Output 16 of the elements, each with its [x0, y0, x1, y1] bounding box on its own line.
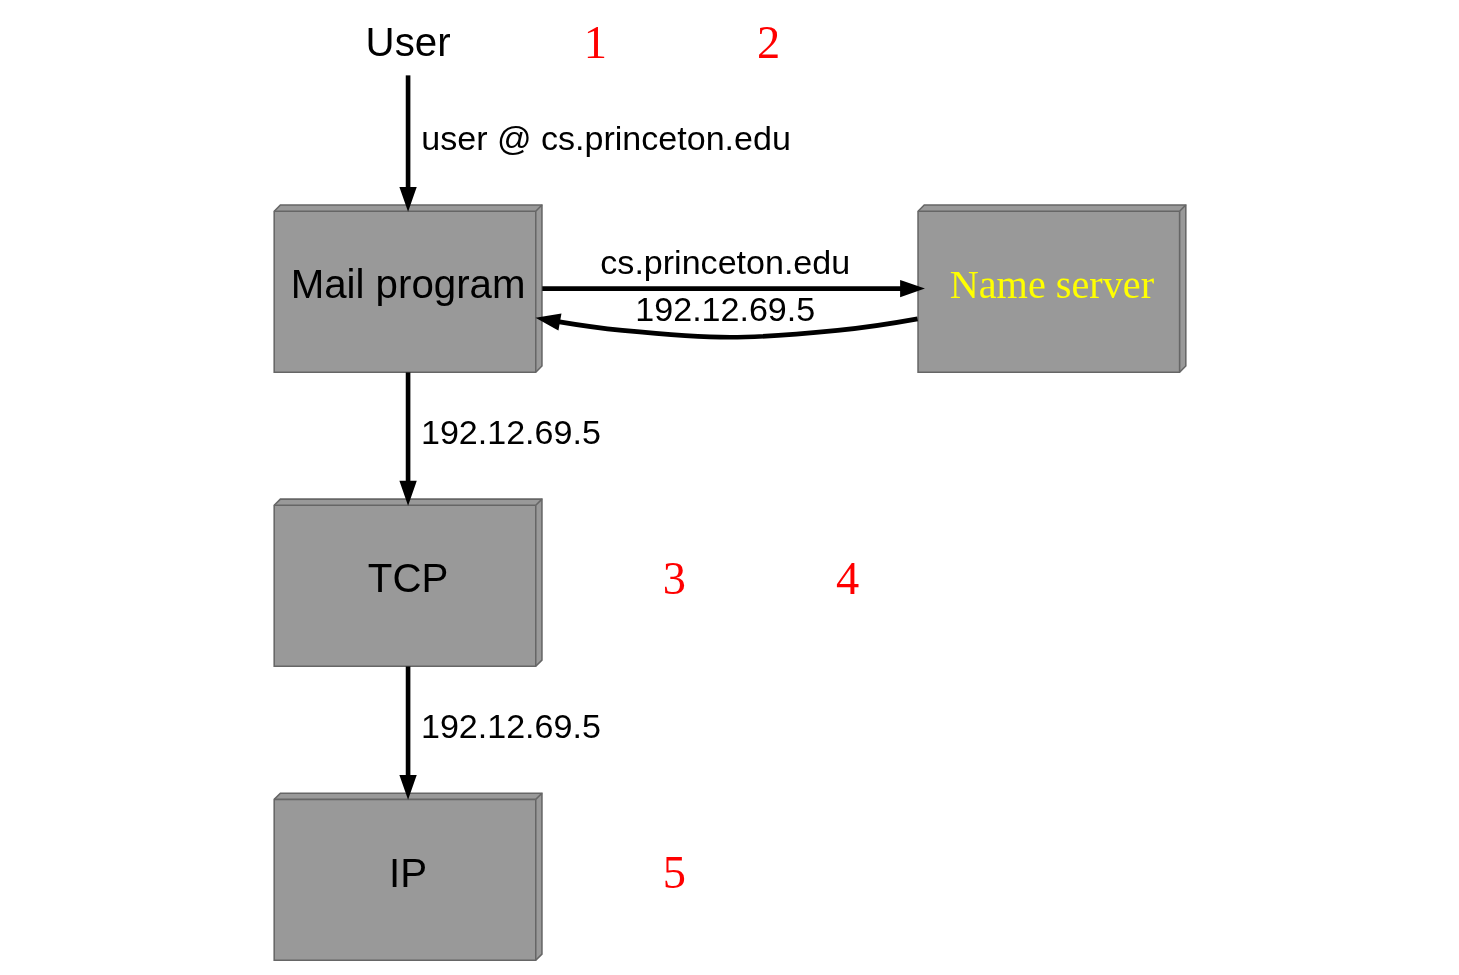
arrow	[535, 313, 918, 340]
label: 5	[662, 847, 686, 899]
arrow	[398, 372, 417, 506]
label: 3	[662, 553, 686, 605]
edge-label: user @ cs.princeton.edu	[420, 119, 791, 158]
edge-label: 192.12.69.5	[634, 289, 815, 328]
label: 1	[583, 17, 607, 68]
arrow	[398, 666, 417, 800]
edge-label: cs.princeton.edu	[599, 243, 850, 282]
arrow	[398, 75, 417, 212]
arrow	[541, 279, 925, 298]
edge-label: 192.12.69.5	[420, 707, 601, 746]
label: 4	[835, 553, 859, 605]
node-text: User	[365, 20, 451, 66]
edge-label: 192.12.69.5	[420, 413, 601, 452]
label: 2	[756, 17, 780, 68]
